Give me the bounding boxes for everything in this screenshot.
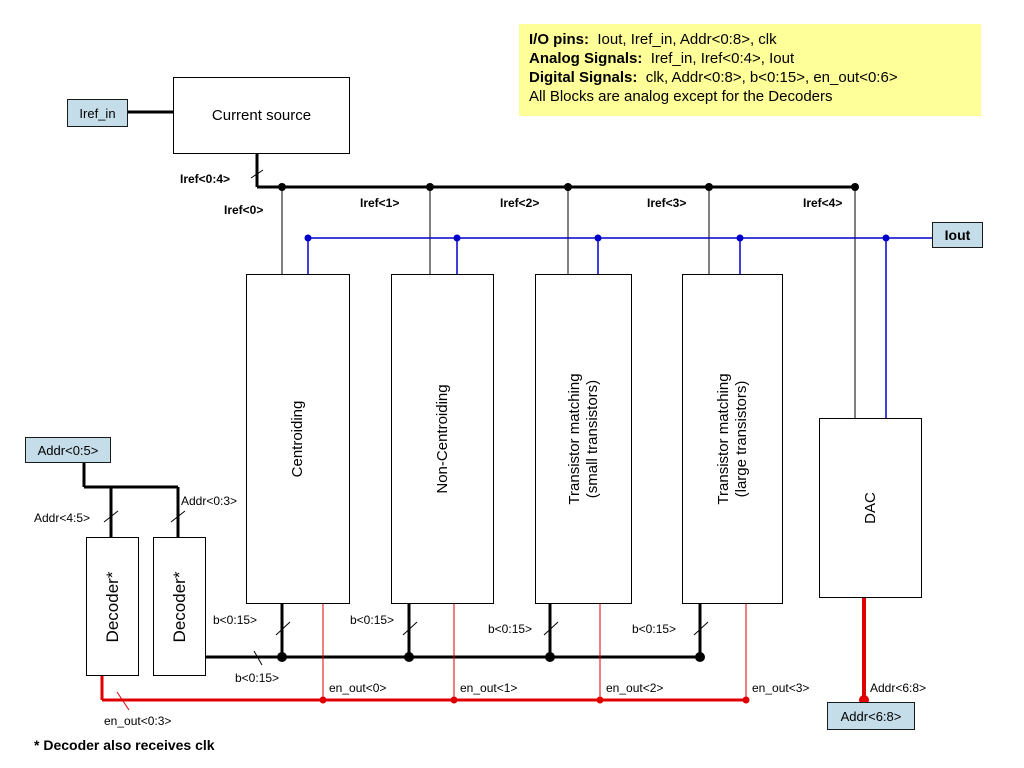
b-slash-2 xyxy=(543,621,559,636)
iref-1-label: Iref<1> xyxy=(360,196,400,210)
current-source-label: Current source xyxy=(211,107,312,124)
b-slash-3 xyxy=(693,621,709,636)
en-out-1-label: en_out<1> xyxy=(460,681,518,695)
iout-junction-2 xyxy=(594,234,602,242)
pin-addr-0-5-label: Addr<0:5> xyxy=(37,442,99,458)
iref-junction-1 xyxy=(426,183,434,191)
pin-iref-in[interactable]: Iref_in xyxy=(67,99,128,127)
addr-6-8-wire-label: Addr<6:8> xyxy=(870,681,927,695)
decoder-block-1[interactable]: Decoder* xyxy=(86,537,139,676)
iref-junctions xyxy=(278,183,859,191)
decoder-1-label: Decoder* xyxy=(102,571,122,642)
en-out-2-label: en_out<2> xyxy=(606,681,664,695)
tm-large-label: Transistor matching (large transistors) xyxy=(715,373,751,504)
tm-large-block[interactable]: Transistor matching (large transistors) xyxy=(682,274,783,604)
iref-0-4-label: Iref<0:4> xyxy=(180,172,231,186)
centroiding-label: Centroiding xyxy=(289,400,306,478)
addr-4-5-slash xyxy=(103,510,119,523)
pin-addr-0-5[interactable]: Addr<0:5> xyxy=(25,437,111,463)
current-source-block[interactable]: Current source xyxy=(173,77,350,154)
note-digital-line: Digital Signals: clk, Addr<0:8>, b<0:15>… xyxy=(529,68,971,87)
iref-0-label: Iref<0> xyxy=(224,203,264,217)
b-slash-0 xyxy=(275,621,291,636)
b-junction-3 xyxy=(695,652,705,662)
b-bus-slash xyxy=(253,650,263,666)
en-out-0-3-label: en_out<0:3> xyxy=(104,714,172,728)
b-label-0: b<0:15> xyxy=(213,613,258,627)
iref-bus-slash xyxy=(250,169,264,179)
legend-note: I/O pins: Iout, Iref_in, Addr<0:8>, clk … xyxy=(519,24,981,116)
en-out-junction-0 xyxy=(319,696,327,704)
iout-junction-1 xyxy=(453,234,461,242)
tm-large-label-line2: (large transistors) xyxy=(732,380,750,498)
decoder-block-2[interactable]: Decoder* xyxy=(153,537,206,676)
b-label-2: b<0:15> xyxy=(488,622,533,636)
en-out-slash xyxy=(116,691,130,711)
b-bus-label: b<0:15> xyxy=(235,671,280,685)
addr-4-5-label: Addr<4:5> xyxy=(34,511,91,525)
note-digital-value: clk, Addr<0:8>, b<0:15>, en_out<0:6> xyxy=(645,69,898,86)
pin-iref-in-label: Iref_in xyxy=(79,105,116,121)
note-digital-label: Digital Signals: xyxy=(529,69,638,86)
en-out-3-label: en_out<3> xyxy=(752,681,810,695)
note-analog-value: Iref_in, Iref<0:4>, Iout xyxy=(650,50,795,67)
addr-0-3-slash xyxy=(170,510,186,523)
note-analog-label: Analog Signals: xyxy=(529,50,643,67)
iref-junction-2 xyxy=(564,183,572,191)
pin-iout[interactable]: Iout xyxy=(932,222,983,248)
note-io-pins-value: Iout, Iref_in, Addr<0:8>, clk xyxy=(597,31,777,48)
b-junctions xyxy=(277,652,705,662)
tm-small-label-line1: Transistor matching xyxy=(565,373,583,505)
b-junction-2 xyxy=(545,652,555,662)
en-out-junction-1 xyxy=(450,696,458,704)
iref-4-label: Iref<4> xyxy=(803,196,843,210)
iout-junctions xyxy=(304,234,890,242)
iref-3-label: Iref<3> xyxy=(647,196,687,210)
decoder-2-label: Decoder* xyxy=(169,571,189,642)
iref-junction-3 xyxy=(705,183,713,191)
tm-large-label-line1: Transistor matching xyxy=(714,373,732,505)
centroiding-block[interactable]: Centroiding xyxy=(246,274,350,604)
non-centroiding-block[interactable]: Non-Centroiding xyxy=(391,274,494,604)
dac-label: DAC xyxy=(861,492,879,524)
pin-addr-6-8[interactable]: Addr<6:8> xyxy=(827,702,915,730)
pin-iout-label: Iout xyxy=(944,227,971,243)
non-centroiding-label: Non-Centroiding xyxy=(433,384,451,494)
iout-junction-dac xyxy=(882,234,890,242)
b-slash-1 xyxy=(402,621,418,636)
decoder-footnote: * Decoder also receives clk xyxy=(34,737,215,753)
en-out-junctions xyxy=(319,696,750,704)
tm-small-label: Transistor matching (small transistors) xyxy=(566,373,602,504)
iref-junction-0 xyxy=(278,183,286,191)
b-junction-0 xyxy=(277,652,287,662)
iref-junction-4 xyxy=(851,183,859,191)
en-out-junction-3 xyxy=(742,696,750,704)
en-out-junction-2 xyxy=(596,696,604,704)
dac-block[interactable]: DAC xyxy=(819,418,922,598)
en-out-0-label: en_out<0> xyxy=(329,681,387,695)
iout-junction-0 xyxy=(304,234,312,242)
note-analog-line: Analog Signals: Iref_in, Iref<0:4>, Iout xyxy=(529,49,971,68)
addr-0-3-label: Addr<0:3> xyxy=(181,494,238,508)
note-io-pins-label: I/O pins: xyxy=(529,31,589,48)
note-io-pins-line: I/O pins: Iout, Iref_in, Addr<0:8>, clk xyxy=(529,30,971,49)
b-junction-1 xyxy=(404,652,414,662)
iout-junction-3 xyxy=(736,234,744,242)
note-blocks-line: All Blocks are analog except for the Dec… xyxy=(529,88,833,105)
b-label-1: b<0:15> xyxy=(350,613,395,627)
tm-small-label-line2: (small transistors) xyxy=(583,379,601,499)
pin-addr-6-8-label: Addr<6:8> xyxy=(840,708,902,724)
tm-small-block[interactable]: Transistor matching (small transistors) xyxy=(535,274,632,604)
iref-2-label: Iref<2> xyxy=(500,196,540,210)
b-label-3: b<0:15> xyxy=(632,622,677,636)
